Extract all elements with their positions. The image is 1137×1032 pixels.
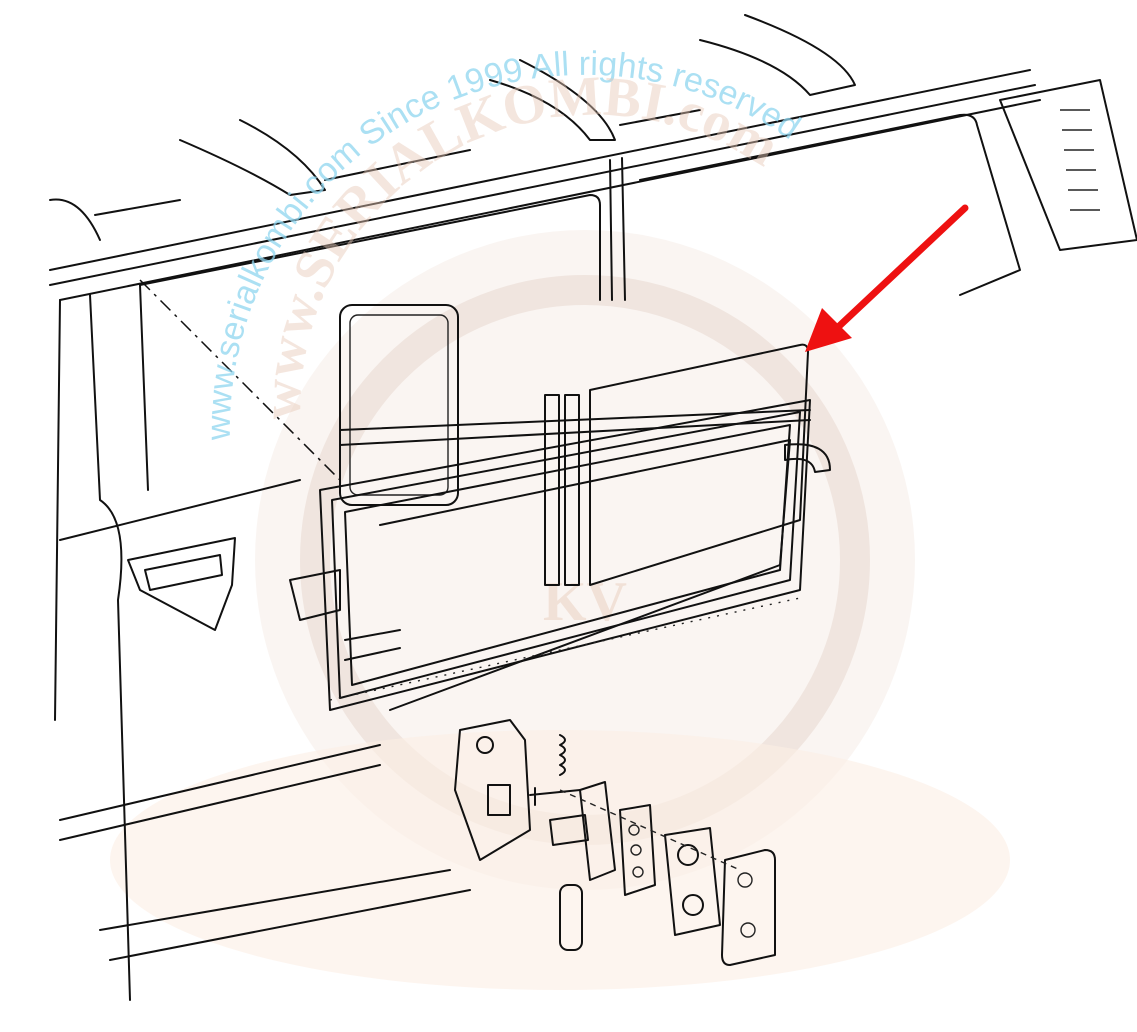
insect-screen — [339, 304, 459, 506]
watermark-logo: KV — [110, 230, 1010, 990]
watermark-monogram: KV — [543, 571, 627, 633]
window-frame — [289, 394, 811, 711]
latch-parts — [454, 719, 776, 966]
callout-arrow — [805, 204, 969, 352]
sliding-glass-pane — [589, 343, 831, 586]
van-body — [49, 14, 1137, 1001]
